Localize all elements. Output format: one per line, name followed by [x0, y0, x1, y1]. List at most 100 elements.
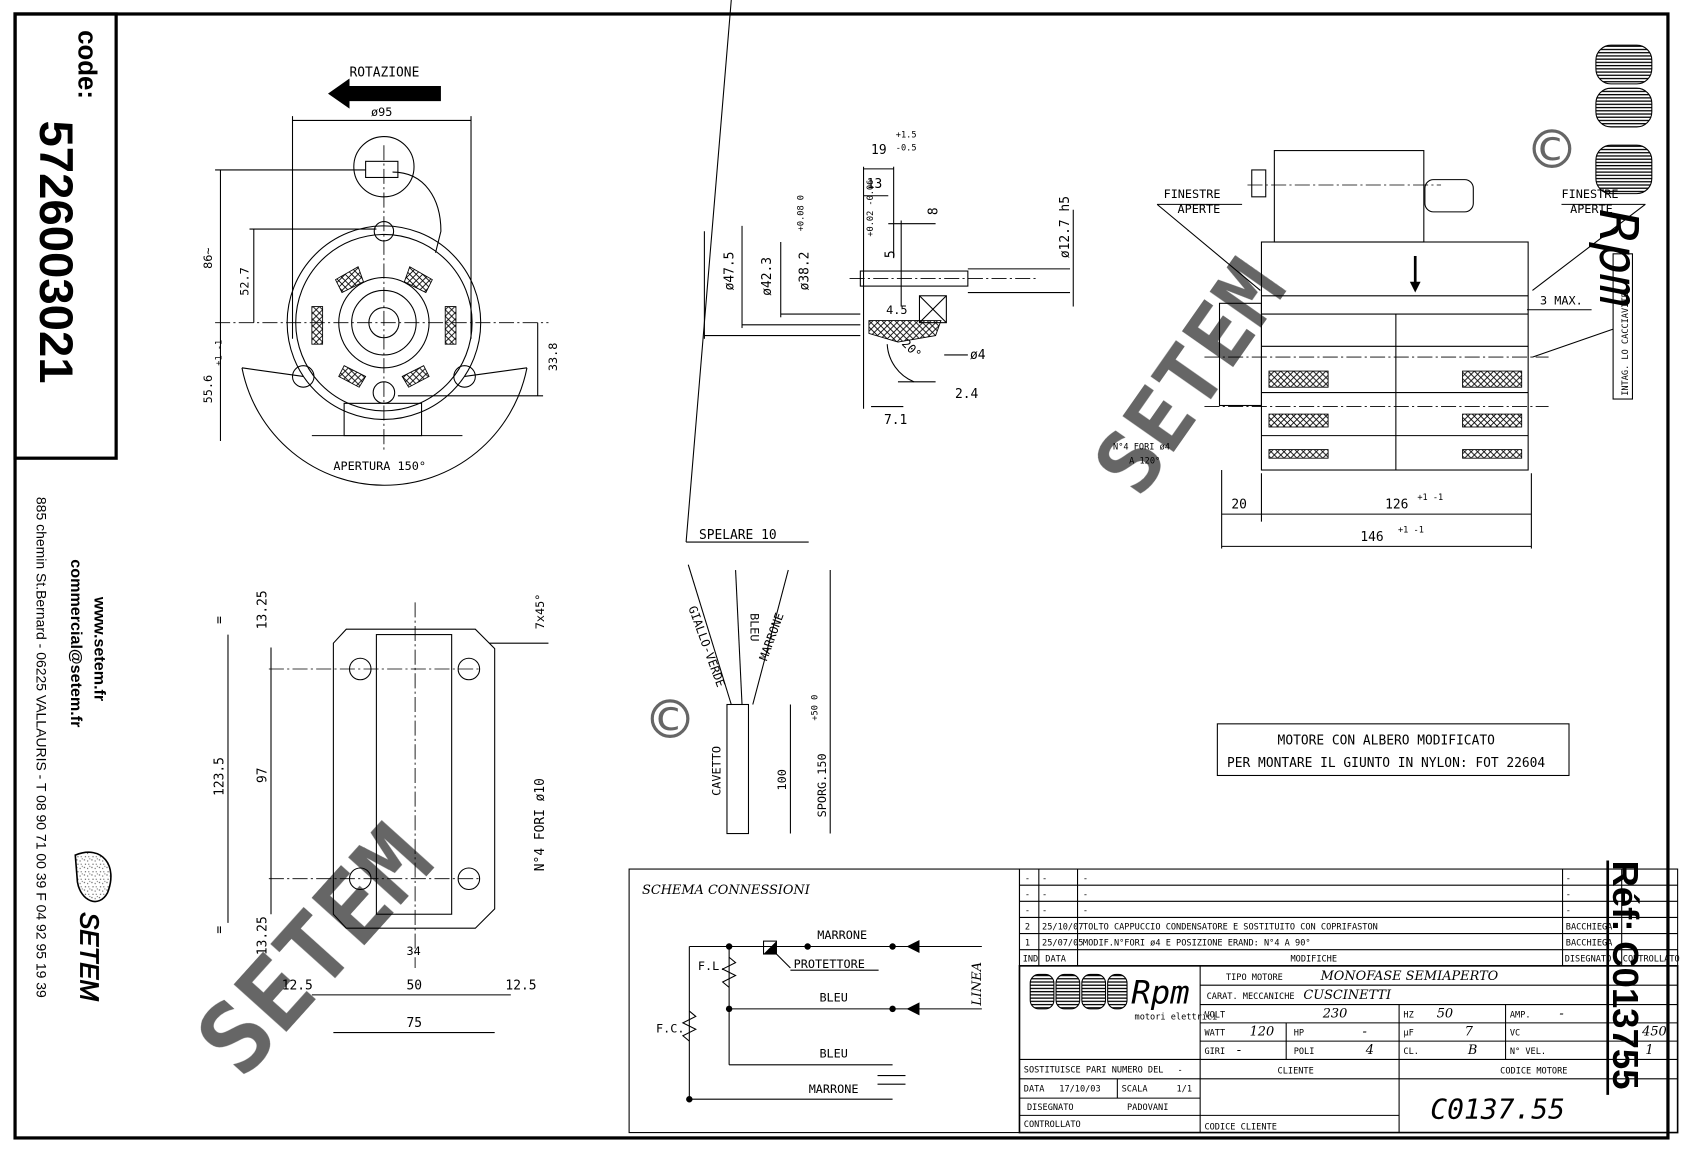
opening-label: APERTURA 150° [333, 459, 426, 473]
setem-swirl-icon [74, 851, 112, 903]
dim-86: 86~ [201, 248, 215, 269]
revision-drawn-by: BACCHIEGA [1566, 938, 1613, 948]
note-line1: MOTORE CON ALBERO MODIFICATO [1278, 733, 1496, 748]
wire-blue: BLEU [748, 613, 762, 642]
line-arrow-mid-icon [906, 1002, 920, 1016]
revision-desc: - [1083, 890, 1088, 900]
rpm-coil-logo [1595, 44, 1653, 195]
dim-12-7: ø12.7 h5 [1058, 196, 1073, 258]
dim-42-3: ø42.3 [760, 257, 775, 296]
hp-value: - [1363, 1025, 1367, 1040]
wire-protettore: PROTETTORE [794, 957, 865, 971]
dim-50: 50 [407, 979, 423, 994]
revision-date: - [1042, 890, 1047, 900]
watt-label: WATT [1204, 1029, 1225, 1039]
revision-ind: - [1025, 906, 1030, 916]
dim-7-1: 7.1 [884, 413, 907, 428]
codice-cliente-label: CODICE CLIENTE [1204, 1122, 1276, 1132]
eq-mark-top: = [213, 616, 228, 624]
dim-5-tol: +0.02 -0.06 [866, 180, 876, 237]
uf-label: µF [1403, 1029, 1413, 1039]
title-brand: Rpm [1131, 973, 1189, 1011]
dim-52-7: 52.7 [237, 267, 251, 296]
dim-8: 8 [927, 207, 942, 215]
revision-desc: TOLTO CAPPUCCIO CONDENSATORE E SOSTITUIT… [1083, 922, 1378, 932]
holes-note-line1: N°4 FORI ø4 [1113, 443, 1170, 453]
website-text: www.setem.fr [91, 596, 109, 702]
rotation-arrow-icon [327, 78, 441, 109]
note-line2: PER MONTARE IL GIUNTO IN NYLON: FOT 2260… [1227, 756, 1545, 771]
data-value: 17/10/03 [1059, 1085, 1100, 1095]
revision-date: - [1042, 874, 1047, 884]
carat-value: CUSCINETTI [1303, 988, 1392, 1003]
codice-motore-label: CODICE MOTORE [1500, 1066, 1567, 1076]
controllato-label: CONTROLLATO [1024, 1120, 1081, 1130]
dim-12-5-left: 12.5 [282, 979, 313, 994]
eq-mark-bottom: = [213, 926, 228, 934]
strip-label: SPELARE 10 [699, 528, 777, 543]
left-sidebar: code: 5726003021 www.setem.fr commercial… [13, 12, 118, 1002]
data-label: DATA [1024, 1085, 1046, 1095]
setem-logo: SETEM [74, 851, 112, 1002]
watermark-symbol-bottom: © [651, 683, 690, 758]
dim-146-tol: +1 -1 [1398, 525, 1424, 535]
rpm-brand-text: Rpm [1587, 210, 1650, 307]
revision-drawn-by: - [1566, 874, 1571, 884]
revision-date: - [1042, 906, 1047, 916]
revision-header-changes: MODIFICHE [1290, 955, 1337, 965]
cable-label: CAVETTO [710, 746, 724, 796]
codice-motore-value: C0137.55 [1430, 1093, 1565, 1126]
dim-12-5-right: 12.5 [505, 979, 536, 994]
ref-label: Réf: [1605, 860, 1646, 931]
windows-right-line1: FINESTRE [1561, 187, 1618, 201]
dim-5: 5 [884, 250, 899, 258]
dim-4-5: 4.5 [886, 303, 907, 317]
wire-bleu-low: BLEU [819, 1046, 847, 1060]
revision-ind: - [1025, 890, 1030, 900]
screwdriver-slot-label: INTAG. LO CACCIAVITE [1621, 292, 1631, 395]
dim-55-6-tol: +1 -1 [215, 340, 225, 366]
dim-19-tol-lower: -0.5 [896, 144, 917, 154]
cliente-label: CLIENTE [1278, 1066, 1314, 1076]
shaft-detail: 19 +1.5 -0.5 13 8 ø12.7 h5 ø47.5 ø42.3 ø… [703, 131, 1074, 428]
revision-header-date: DATA [1045, 955, 1067, 965]
windows-right-line2: APERTE [1570, 202, 1613, 216]
vc-value: 450 [1641, 1025, 1667, 1040]
protrusion-tol: +50 0 [810, 695, 820, 721]
hz-value: 50 [1437, 1006, 1453, 1021]
sheet-border [13, 12, 1670, 1140]
dim-34: 34 [407, 944, 421, 958]
sostituisce-label: SOSTITUISCE PARI NUMERO DEL [1024, 1065, 1164, 1075]
linea-label: LINEA [970, 962, 985, 1007]
dim-19: 19 [871, 143, 887, 158]
watermark: SETEM © SETEM © [175, 113, 1571, 1096]
dim-126-tol: +1 -1 [1417, 493, 1443, 503]
revision-desc: MODIF.N°FORI ø4 E POSIZIONE ERAND: N°4 A… [1083, 938, 1311, 948]
nvel-label: N° VEL. [1510, 1047, 1546, 1057]
sostituisce-value: - [1178, 1065, 1183, 1075]
poli-value: 4 [1365, 1043, 1374, 1058]
wiring-diagram: SCHEMA CONNESSIONI MARRONE PROTETTORE BL… [628, 868, 1021, 1134]
note-box: MOTORE CON ALBERO MODIFICATO PER MONTARE… [1216, 723, 1570, 777]
dim-146: 146 [1360, 530, 1383, 545]
revision-header-checked: CONTROLLATO [1623, 955, 1680, 965]
holes-label: N°4 FORI ø10 [533, 778, 548, 871]
revision-desc: - [1083, 906, 1088, 916]
vc-label: VC [1510, 1029, 1520, 1039]
side-view: FINESTRE APERTE FINESTRE APERTE 3 MAX. I… [1113, 150, 1646, 549]
amp-value: - [1559, 1006, 1563, 1021]
poli-label: POLI [1294, 1047, 1315, 1057]
dim-38-2: ø38.2 [798, 252, 813, 291]
front-view: ROTAZIONE ø95 APERTURA 150° 86~ [201, 65, 560, 486]
volt-label: VOLT [1204, 1010, 1225, 1020]
right-sidebar: Rpm Réf: C013755 [1587, 44, 1653, 1095]
wire-marrone-low: MARRONE [809, 1082, 859, 1096]
title-brand-sub: motori elettrici [1135, 1013, 1218, 1023]
revision-header-drawn: DISEGNATO [1565, 955, 1612, 965]
dim-19-tol-upper: +1.5 [896, 131, 917, 141]
winding-fl: F.L. [698, 959, 726, 973]
address-text: 885 chemin St.Bernard - 06225 VALLAURIS … [34, 497, 50, 998]
dim-13: 13 [867, 177, 883, 192]
